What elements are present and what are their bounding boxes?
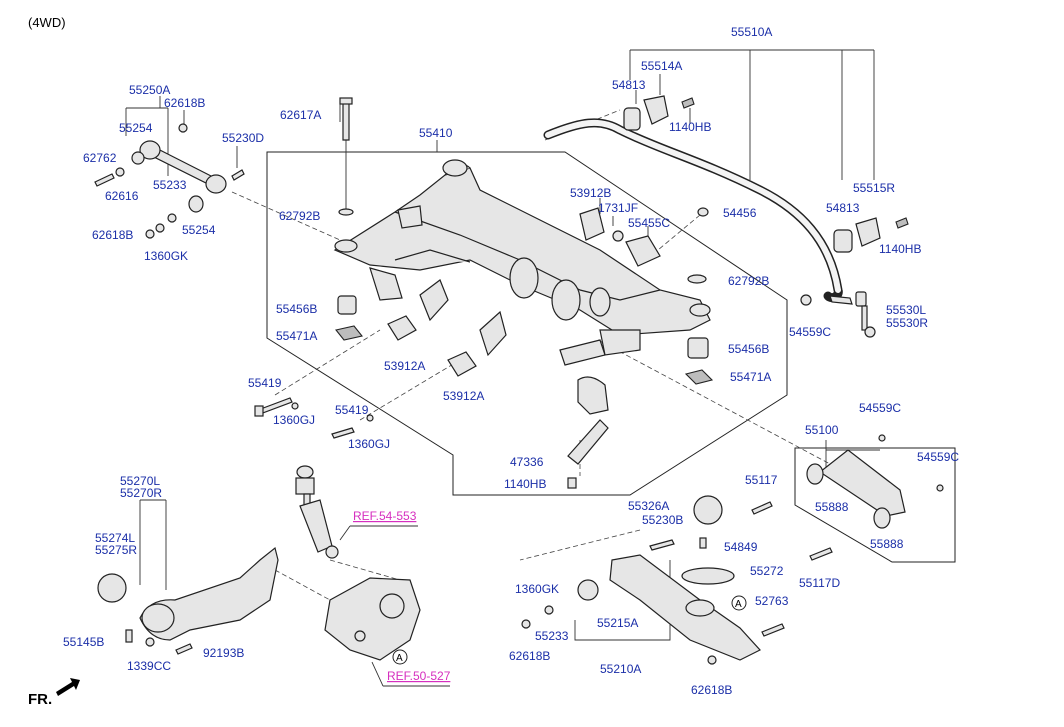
marker-a-arm: A [731,595,747,611]
label-62618B[interactable]: 62618B [164,96,205,110]
stabilizer-bushing-right [833,217,909,253]
lower-arm-right [751,434,944,561]
label-55145B[interactable]: 55145B [63,635,104,649]
label-62617A[interactable]: 62617A [280,108,321,122]
label-55510A[interactable]: 55510A [731,25,772,39]
diagram-title: (4WD) [28,15,66,30]
label-54849[interactable]: 54849 [724,540,758,554]
label-54813[interactable]: 54813 [612,78,646,92]
label-55471A[interactable]: 55471A [276,329,317,343]
label-55230D[interactable]: 55230D [222,131,264,145]
label-55514A[interactable]: 55514A [641,59,682,73]
label-55455C[interactable]: 55455C [628,216,670,230]
spring-lower-arm [521,495,785,665]
front-arrow-icon [56,678,80,696]
label-55233[interactable]: 55233 [535,629,569,643]
label-1140HB[interactable]: 1140HB [504,477,546,491]
crossmember-bushings [387,207,661,377]
label-1140HB[interactable]: 1140HB [879,242,921,256]
label-54456[interactable]: 54456 [723,206,757,220]
reference-link-50-527[interactable]: REF.50-527 [387,669,451,683]
front-label: FR. [28,691,52,708]
label-55117D[interactable]: 55117D [799,576,840,590]
leader-lines [125,49,880,641]
label-55471A[interactable]: 55471A [730,370,771,384]
label-54559C[interactable]: 54559C [859,401,901,415]
label-62792B[interactable]: 62792B [279,209,320,223]
label-62762[interactable]: 62762 [83,151,117,165]
label-62616[interactable]: 62616 [105,189,139,203]
label-55326A[interactable]: 55326A [628,499,669,513]
label-55250A[interactable]: 55250A [129,83,170,97]
label-55410[interactable]: 55410 [419,126,453,140]
stabilizer-bar [543,118,843,303]
label-55515R[interactable]: 55515R [853,181,895,195]
label-1360GK[interactable]: 1360GK [515,582,559,596]
label-54559C[interactable]: 54559C [917,450,959,464]
label-62792B[interactable]: 62792B [728,274,769,288]
stabilizer-bushing-left [623,95,695,131]
label-54813[interactable]: 54813 [826,201,860,215]
label-55230B[interactable]: 55230B [642,513,683,527]
trailing-arm [97,546,279,655]
label-1360GK[interactable]: 1360GK [144,249,188,263]
shock-absorber [295,465,339,559]
lower-arm-frame [794,447,956,563]
label-55419[interactable]: 55419 [335,403,369,417]
rear-knuckle [324,577,421,661]
label-53912A[interactable]: 53912A [443,389,484,403]
label-55530R[interactable]: 55530R [886,316,928,330]
label-53912A[interactable]: 53912A [384,359,425,373]
label-1339CC[interactable]: 1339CC [127,659,171,673]
label-1731JF[interactable]: 1731JF [598,201,638,215]
label-54559C[interactable]: 54559C [789,325,831,339]
label-1360GJ[interactable]: 1360GJ [273,413,315,427]
crossmember-assembly [333,159,711,415]
crossmember-bracket [567,419,609,465]
label-62618B[interactable]: 62618B [509,649,550,663]
crossmember-frame [266,151,788,496]
label-55210A[interactable]: 55210A [600,662,641,676]
label-55272[interactable]: 55272 [750,564,784,578]
marker-a-knuckle: A [392,649,408,665]
label-62618B[interactable]: 62618B [691,683,732,697]
stabilizer-link [800,291,876,338]
label-53912B[interactable]: 53912B [570,186,611,200]
label-55888[interactable]: 55888 [870,537,904,551]
marker-a-label: A [735,599,742,610]
label-55456B[interactable]: 55456B [728,342,769,356]
crossmember-mounts [334,207,714,385]
label-55254[interactable]: 55254 [119,121,153,135]
label-62618B[interactable]: 62618B [92,228,133,242]
label-92193B[interactable]: 92193B [203,646,244,660]
label-55233[interactable]: 55233 [153,178,187,192]
label-55888[interactable]: 55888 [815,500,849,514]
label-55254[interactable]: 55254 [182,223,216,237]
reference-link-54-553[interactable]: REF.54-553 [353,509,417,523]
label-55270L[interactable]: 55270L [120,474,160,488]
part-labels: 55510A 55514A 54813 1140HB 55250A 62618B… [63,25,959,697]
label-52763[interactable]: 52763 [755,594,789,608]
upper-arm-assembly [94,123,245,239]
label-55100[interactable]: 55100 [805,423,839,437]
label-55275R[interactable]: 55275R [95,543,137,557]
label-55270R[interactable]: 55270R [120,486,162,500]
label-47336[interactable]: 47336 [510,455,544,469]
label-55215A[interactable]: 55215A [597,616,638,630]
label-55117[interactable]: 55117 [745,473,778,487]
label-55530L[interactable]: 55530L [886,303,926,317]
label-55456B[interactable]: 55456B [276,302,317,316]
crossmember-bolts [254,97,577,489]
label-55274L[interactable]: 55274L [95,531,135,545]
label-1140HB[interactable]: 1140HB [669,120,711,134]
label-55419[interactable]: 55419 [248,376,282,390]
reference-links: REF.54-553 REF.50-527 [339,509,451,687]
front-direction-indicator: FR. [28,678,80,708]
label-1360GJ[interactable]: 1360GJ [348,437,390,451]
marker-a-label: A [396,653,403,664]
